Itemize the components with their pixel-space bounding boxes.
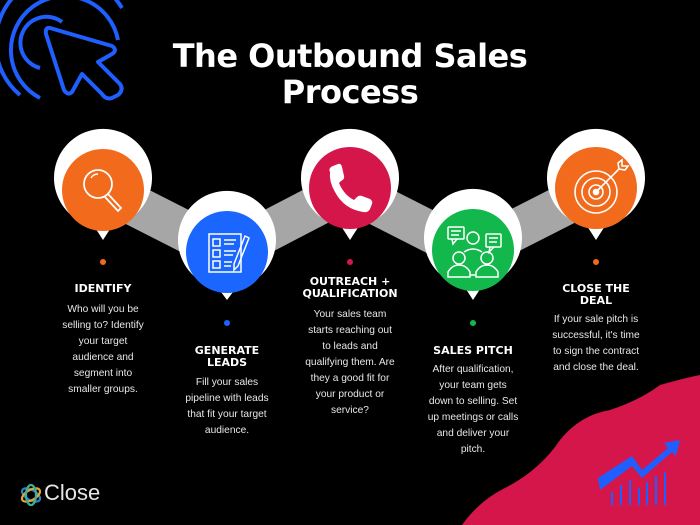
desc-line: pitch.: [460, 444, 486, 455]
step-title-outreach: OUTREACH + QUALIFICATION: [290, 276, 410, 300]
desc-line: and deliver your: [436, 428, 510, 439]
desc-line: Your sales team: [313, 309, 387, 320]
step-title-generate-leads: GENERATE LEADS: [177, 345, 277, 369]
step-title-close-deal: CLOSE THE DEAL: [546, 283, 646, 307]
cursor-click-icon: [0, 0, 124, 101]
step-desc-close-deal: If your sale pitch is successful, it's t…: [536, 312, 656, 376]
step-desc-outreach: Your sales team starts reaching out to l…: [290, 307, 410, 419]
desc-line: Who will you be: [67, 304, 139, 315]
title-line: CLOSE THE: [562, 282, 630, 295]
step-title-identify: IDENTIFY: [74, 282, 132, 295]
desc-line: successful, it's time: [552, 330, 640, 341]
title-line: DEAL: [579, 294, 613, 307]
desc-line: smaller groups.: [68, 384, 138, 395]
desc-line: your target: [78, 336, 128, 347]
desc-line: service?: [331, 405, 369, 416]
desc-line: starts reaching out: [308, 325, 392, 336]
step-pin-sales-pitch: [423, 188, 522, 326]
desc-line: qualifying them. Are: [305, 357, 395, 368]
step-title-sales-pitch: SALES PITCH: [433, 344, 513, 357]
close-logo-icon: [20, 483, 42, 507]
desc-line: and close the deal.: [553, 362, 639, 373]
desc-line: they a good fit for: [310, 373, 390, 384]
desc-line: Fill your sales: [195, 377, 259, 388]
target-icon: [574, 158, 630, 214]
checklist-icon: [208, 233, 250, 273]
step-pin-generate-leads: [178, 190, 277, 326]
title-line-2: Process: [281, 73, 419, 111]
desc-line: After qualification,: [432, 364, 514, 375]
title-line: QUALIFICATION: [302, 287, 398, 300]
desc-line: your team gets: [439, 380, 507, 391]
desc-line: audience.: [204, 425, 250, 436]
phone-icon: [329, 163, 373, 213]
title-line-1: The Outbound Sales: [172, 37, 528, 75]
step-pin-outreach: [301, 128, 399, 265]
title-line: OUTREACH +: [309, 275, 391, 288]
desc-line: pipeline with leads: [185, 393, 269, 404]
desc-line: to leads and: [322, 341, 378, 352]
magnifier-icon: [83, 169, 123, 213]
meeting-icon: [447, 226, 502, 278]
desc-line: selling to? Identify: [62, 320, 144, 331]
growth-chart-icon: [598, 440, 680, 505]
desc-line: to sign the contract: [552, 346, 640, 357]
desc-line: If your sale pitch is: [553, 314, 639, 325]
title-line: GENERATE: [194, 344, 260, 357]
desc-line: audience and: [72, 352, 134, 363]
step-pin-identify: [54, 128, 152, 265]
title-line: LEADS: [206, 356, 248, 369]
step-pin-close-deal: [546, 128, 645, 265]
step-desc-generate-leads: Fill your sales pipeline with leads that…: [167, 375, 287, 439]
step-desc-identify: Who will you be selling to? Identify you…: [43, 302, 163, 398]
desc-line: segment into: [73, 368, 133, 379]
step-desc-sales-pitch: After qualification, your team gets down…: [413, 362, 533, 458]
growth-chart-decoration: [462, 375, 700, 525]
page-title: The Outbound Sales Process: [150, 38, 550, 110]
desc-line: that fit your target: [187, 409, 267, 420]
close-logo-text: Close: [44, 480, 101, 505]
desc-line: down to selling. Set: [428, 396, 518, 407]
desc-line: your product or: [315, 389, 385, 400]
desc-line: up meetings or calls: [427, 412, 519, 423]
